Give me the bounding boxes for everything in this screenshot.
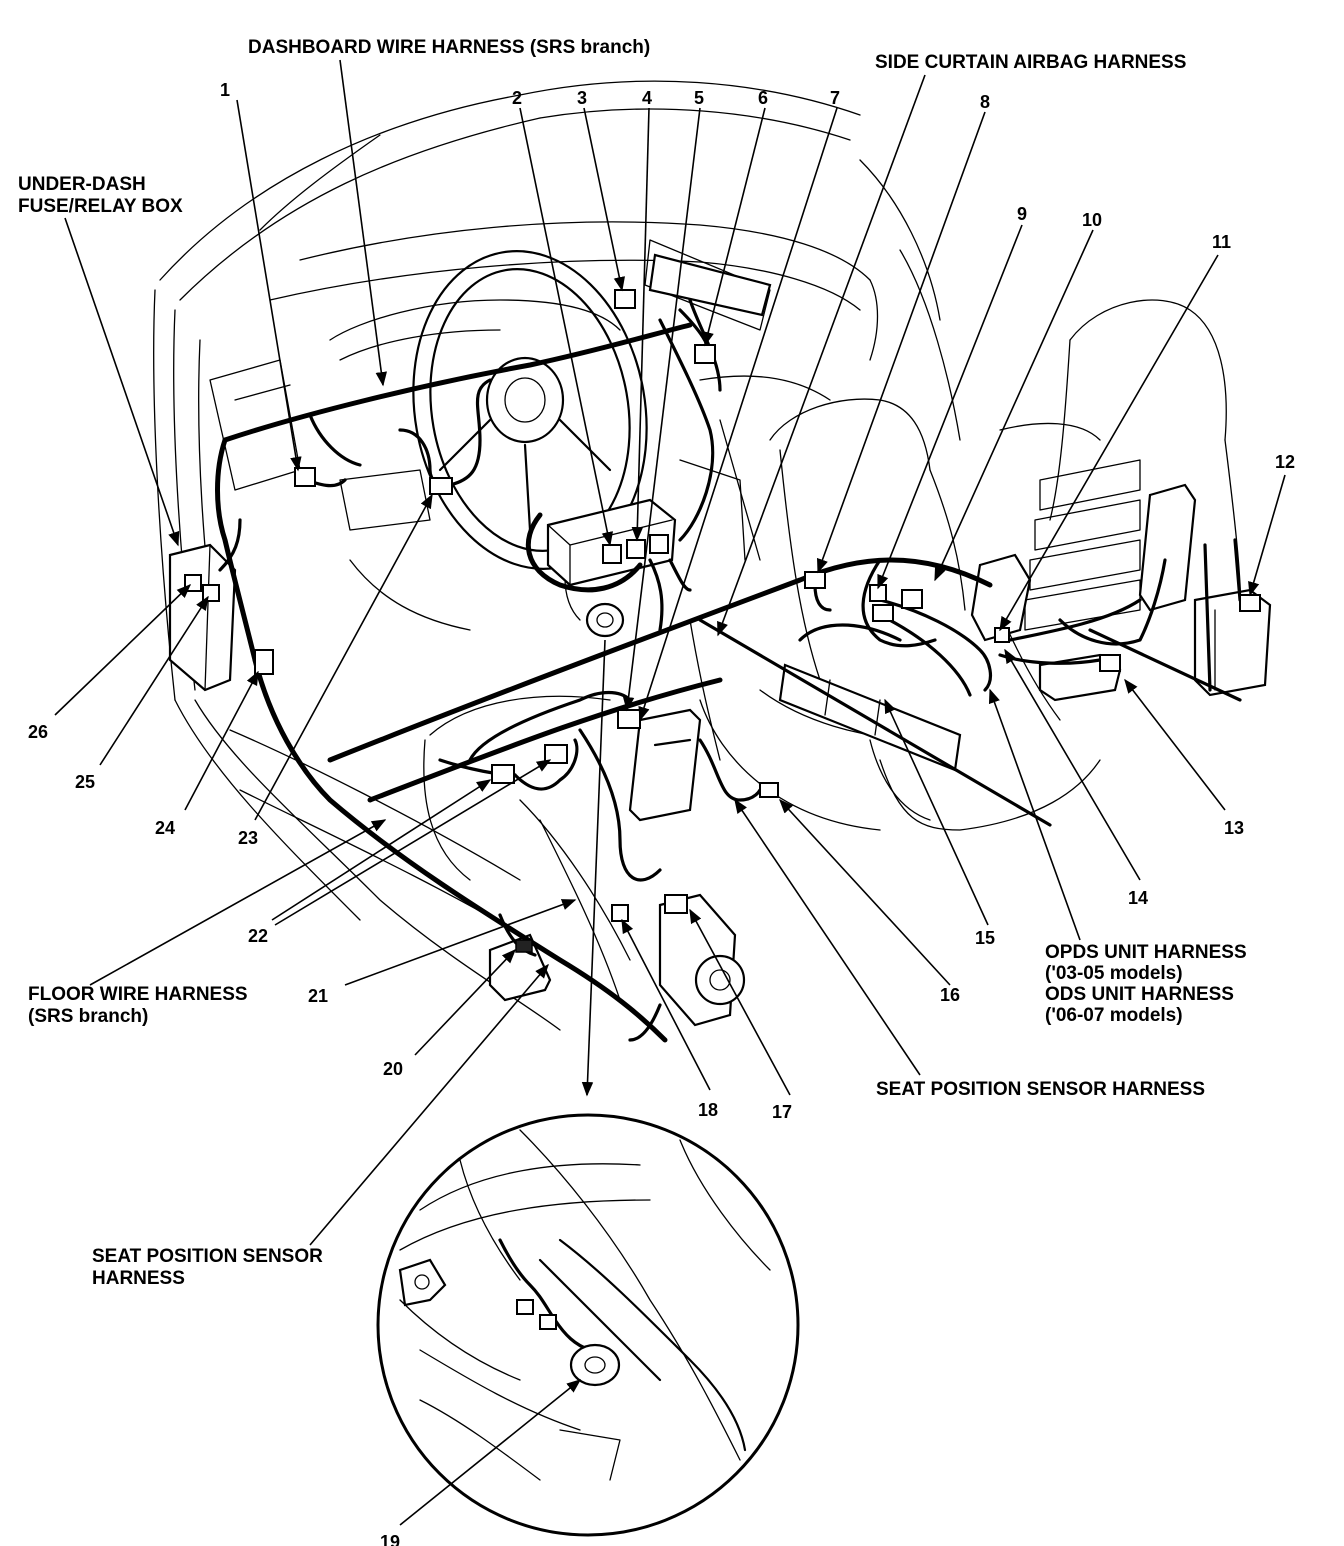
connector-17 <box>664 894 688 914</box>
seat-position-sensor <box>585 602 625 638</box>
label-opds-line1: OPDS UNIT HARNESS <box>1045 942 1247 963</box>
connector-6 <box>694 344 716 364</box>
connector-24 <box>254 649 274 675</box>
callout-16: 16 <box>940 985 960 1005</box>
callout-17: 17 <box>772 1102 792 1122</box>
connector-12 <box>1239 594 1261 612</box>
connector-2 <box>602 544 622 564</box>
label-floor-harness-line1: FLOOR WIRE HARNESS <box>28 984 248 1005</box>
connector-5 <box>649 534 669 554</box>
callout-19: 19 <box>380 1532 400 1546</box>
callout-14: 14 <box>1128 888 1148 908</box>
label-opds-line2: ('03-05 models) <box>1045 963 1183 984</box>
callout-26: 26 <box>28 722 48 742</box>
callout-13: 13 <box>1224 818 1244 838</box>
callout-18: 18 <box>698 1100 718 1120</box>
connector-8 <box>804 571 826 589</box>
callout-4: 4 <box>642 88 652 108</box>
passenger-airbag-module <box>648 253 772 317</box>
passenger-side-airbag <box>970 553 1032 642</box>
connector-1 <box>294 467 316 487</box>
callout-6: 6 <box>758 88 768 108</box>
callout-22: 22 <box>248 926 268 946</box>
callout-3: 3 <box>577 88 587 108</box>
callout-1: 1 <box>220 80 230 100</box>
callout-11: 11 <box>1212 232 1231 252</box>
connector-7 <box>617 709 641 729</box>
connector-15a <box>872 604 894 622</box>
connector-21 <box>544 744 568 764</box>
label-seat-sensor-harness-detail-line1: SEAT POSITION SENSOR <box>92 1246 323 1267</box>
label-seat-sensor-harness-detail-line2: HARNESS <box>92 1268 185 1289</box>
label-under-dash-line1: UNDER-DASH <box>18 174 146 195</box>
callout-2: 2 <box>512 88 522 108</box>
callout-10: 10 <box>1082 210 1102 230</box>
leader-lines <box>54 59 1286 1526</box>
label-dashboard-harness: DASHBOARD WIRE HARNESS (SRS branch) <box>248 37 650 58</box>
label-ods-line2: ('06-07 models) <box>1045 1005 1183 1026</box>
connector-3 <box>614 289 636 309</box>
connector-22 <box>491 764 515 784</box>
connector-25 <box>202 584 220 602</box>
seat-track-bars <box>778 663 962 772</box>
callout-7: 7 <box>830 88 840 108</box>
detail-inset <box>376 1113 800 1537</box>
seat-belt-retractor <box>658 893 746 1027</box>
callout-23: 23 <box>238 828 258 848</box>
label-ods-line1: ODS UNIT HARNESS <box>1045 984 1234 1005</box>
connector-10 <box>901 589 923 609</box>
text-labels: DASHBOARD WIRE HARNESS (SRS branch) SIDE… <box>18 37 1295 1546</box>
callout-9: 9 <box>1017 204 1027 224</box>
label-side-curtain-harness: SIDE CURTAIN AIRBAG HARNESS <box>875 52 1186 73</box>
connector-14 <box>994 627 1010 643</box>
rear-side-airbag <box>1138 483 1197 612</box>
callout-5: 5 <box>694 88 704 108</box>
callout-12: 12 <box>1275 452 1295 472</box>
callout-15: 15 <box>975 928 995 948</box>
under-dash-fuse-relay-box <box>168 543 237 692</box>
label-seat-sensor-harness: SEAT POSITION SENSOR HARNESS <box>876 1079 1205 1100</box>
callout-20: 20 <box>383 1059 403 1079</box>
driver-seat-belt-tensioner <box>628 708 702 822</box>
connector-4 <box>626 539 646 559</box>
callout-24: 24 <box>155 818 175 838</box>
connector-20 <box>515 939 533 953</box>
callout-8: 8 <box>980 92 990 112</box>
connector-13 <box>1099 654 1121 672</box>
vehicle-body-outline <box>153 80 1242 1031</box>
label-under-dash-line2: FUSE/RELAY BOX <box>18 196 183 217</box>
callout-21: 21 <box>308 986 328 1006</box>
connector-18 <box>611 904 629 922</box>
label-floor-harness-line2: (SRS branch) <box>28 1006 148 1027</box>
callout-25: 25 <box>75 772 95 792</box>
connector-16 <box>759 782 779 798</box>
connector-23 <box>429 477 453 495</box>
